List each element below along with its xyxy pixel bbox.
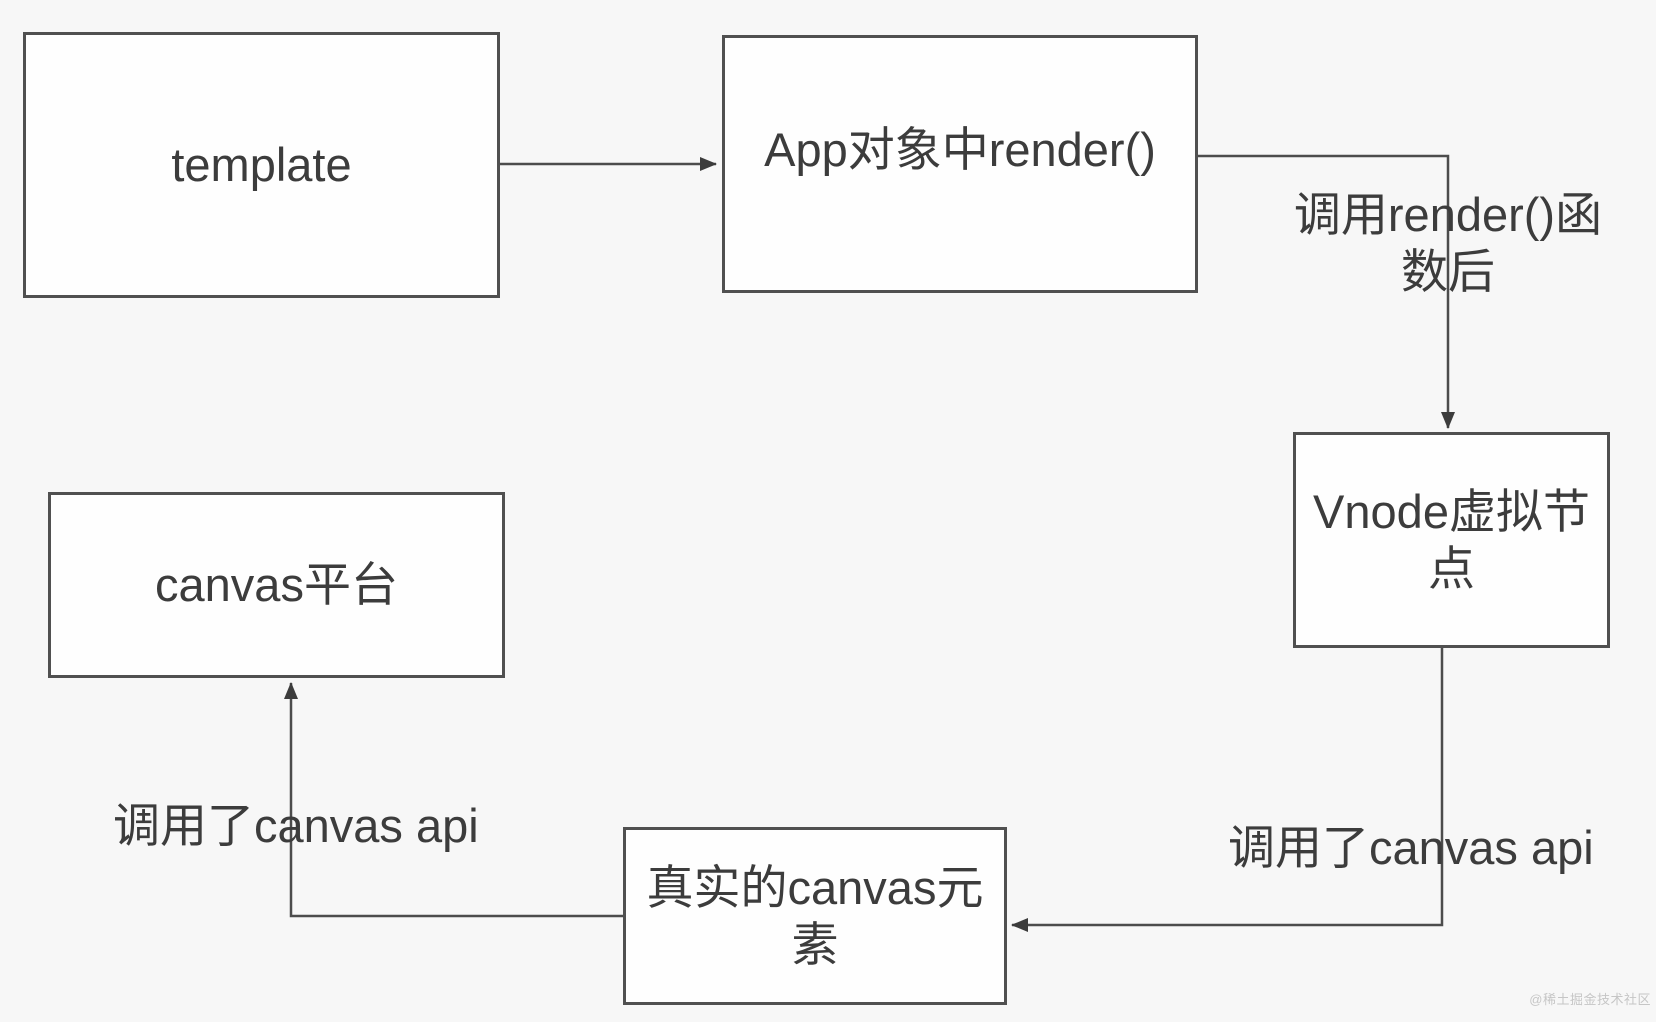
node-template-label: template [171,138,352,192]
node-vnode: Vnode虚拟节点 [1293,432,1610,648]
edge-label-call-canvas-api-right: 调用了canvas api [1228,821,1594,874]
edge-label-after-render: 调用render()函数后 [1293,188,1603,298]
node-vnode-label: Vnode虚拟节点 [1313,484,1590,595]
node-real-canvas: 真实的canvas元素 [623,827,1007,1005]
node-app-render-label: App对象中render() [764,123,1156,177]
edge-label-call-canvas-api-left: 调用了canvas api [113,799,479,852]
node-real-canvas-label: 真实的canvas元素 [646,860,984,971]
edge-vnode-to-real-canvas [1011,648,1444,932]
node-canvas-platform: canvas平台 [48,492,505,678]
node-canvas-platform-label: canvas平台 [155,558,398,612]
edge-real-canvas-to-platform [284,682,623,918]
watermark: @稀土掘金技术社区 [1529,992,1651,1007]
edge-app-to-vnode [1198,154,1455,429]
node-app-render: App对象中render() [722,35,1198,293]
node-template: template [23,32,500,298]
